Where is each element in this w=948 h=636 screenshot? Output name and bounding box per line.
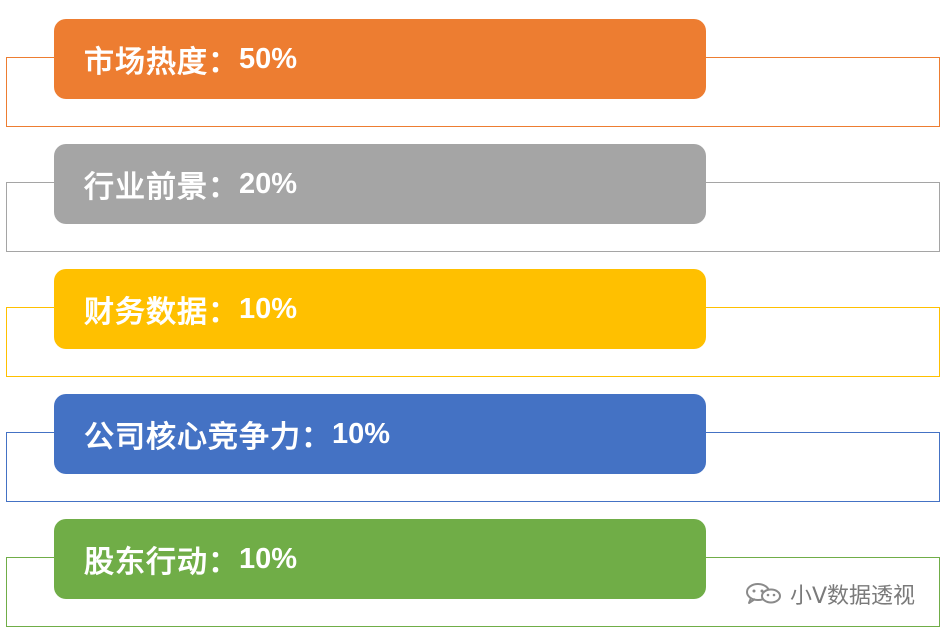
item-label-name: 公司核心竞争力： bbox=[84, 420, 332, 455]
item-label-name: 市场热度： bbox=[84, 45, 239, 80]
item-label-value: 10% bbox=[239, 292, 298, 325]
list-item: 公司核心竞争力：10% bbox=[0, 394, 948, 506]
item-label-box: 股东行动：10% bbox=[54, 519, 706, 599]
item-label-name: 股东行动： bbox=[84, 545, 239, 580]
item-label-box: 市场热度：50% bbox=[54, 19, 706, 99]
item-label-value: 20% bbox=[239, 167, 298, 200]
list-item: 行业前景：20% bbox=[0, 144, 948, 256]
watermark-text: 小V数据透视 bbox=[790, 584, 916, 609]
item-label-value: 50% bbox=[239, 42, 298, 75]
list-item: 市场热度：50% bbox=[0, 19, 948, 131]
wechat-icon bbox=[746, 583, 781, 604]
item-label-box: 行业前景：20% bbox=[54, 144, 706, 224]
watermark: 小V数据透视 bbox=[744, 582, 915, 609]
item-label-box: 公司核心竞争力：10% bbox=[54, 394, 706, 474]
list-item: 财务数据：10% bbox=[0, 269, 948, 381]
item-label-name: 行业前景： bbox=[84, 170, 239, 205]
list-item: 股东行动：10% bbox=[0, 519, 948, 631]
item-label-name: 财务数据： bbox=[84, 295, 239, 330]
item-label-value: 10% bbox=[239, 542, 298, 575]
item-label-value: 10% bbox=[332, 417, 391, 450]
item-label-box: 财务数据：10% bbox=[54, 269, 706, 349]
